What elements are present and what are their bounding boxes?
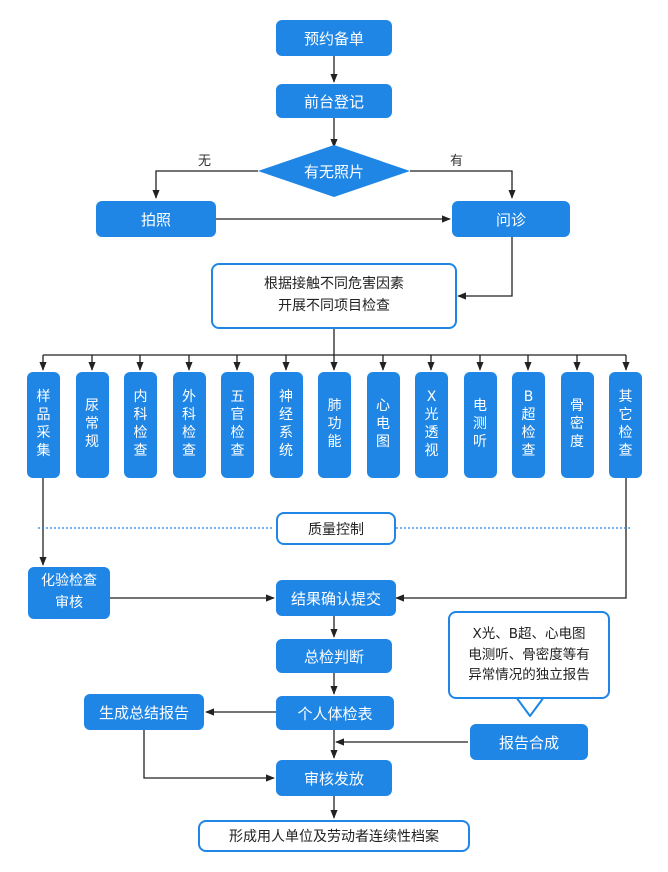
node-photo-label: 拍照 [140,210,171,229]
node-judge-label: 总检判断 [303,647,364,666]
exam-column-9: 电测听 [463,372,497,478]
node-judge: 总检判断 [276,639,392,673]
node-decision-label: 有无照片 [303,162,364,181]
node-confirm: 结果确认提交 [276,580,396,616]
exam-column-10: B超检查 [512,372,545,478]
node-lab-review: 化验检查 审核 [28,567,110,619]
node-report-merge: 报告合成 [470,724,588,760]
exam-column-4: 五官检查 [221,372,254,478]
node-booking-label: 预约备单 [303,29,364,48]
node-personal: 个人体检表 [276,696,394,730]
exam-column-11: 骨密度 [560,372,594,478]
decision-diamond-shape [258,145,410,197]
node-quality: 质量控制 [276,512,396,545]
node-summary-label: 生成总结报告 [98,703,189,722]
edge-label-yes: 有 [450,154,464,169]
node-plan: 根据接触不同危害因素 开展不同项目检查 [211,263,457,329]
exam-column-5: 神经系统 [269,372,303,478]
exam-column-0: 样品采集 [27,372,60,478]
node-frontdesk-label: 前台登记 [303,92,364,111]
exam-column-8: X光透视 [415,372,448,478]
node-booking: 预约备单 [276,20,392,56]
node-confirm-label: 结果确认提交 [290,589,381,608]
exam-column-1: 尿常规 [75,372,109,478]
node-archive: 形成用人单位及劳动者连续性档案 [198,820,470,852]
exam-column-2: 内科检查 [124,372,157,478]
exam-column-12: 其它检查 [609,372,642,478]
edge-label-no: 无 [198,154,212,169]
node-quality-label: 质量控制 [308,521,364,538]
exam-column-6: 肺功能 [318,372,351,478]
node-frontdesk: 前台登记 [276,84,392,118]
node-release: 审核发放 [276,760,392,796]
callout-independent-report: X光、B超、心电图 电测听、骨密度等有 异常情况的独立报告 [448,611,610,699]
node-decision: 有无照片 [282,156,386,186]
node-photo: 拍照 [96,201,216,237]
node-archive-label: 形成用人单位及劳动者连续性档案 [229,829,439,845]
node-release-label: 审核发放 [303,769,364,788]
node-personal-label: 个人体检表 [297,704,373,723]
exam-column-7: 心电图 [366,372,400,478]
node-summary: 生成总结报告 [84,694,204,730]
node-consult-label: 问诊 [495,210,526,229]
node-consult: 问诊 [452,201,570,237]
node-report-merge-label: 报告合成 [498,733,559,752]
exam-column-3: 外科检查 [172,372,206,478]
